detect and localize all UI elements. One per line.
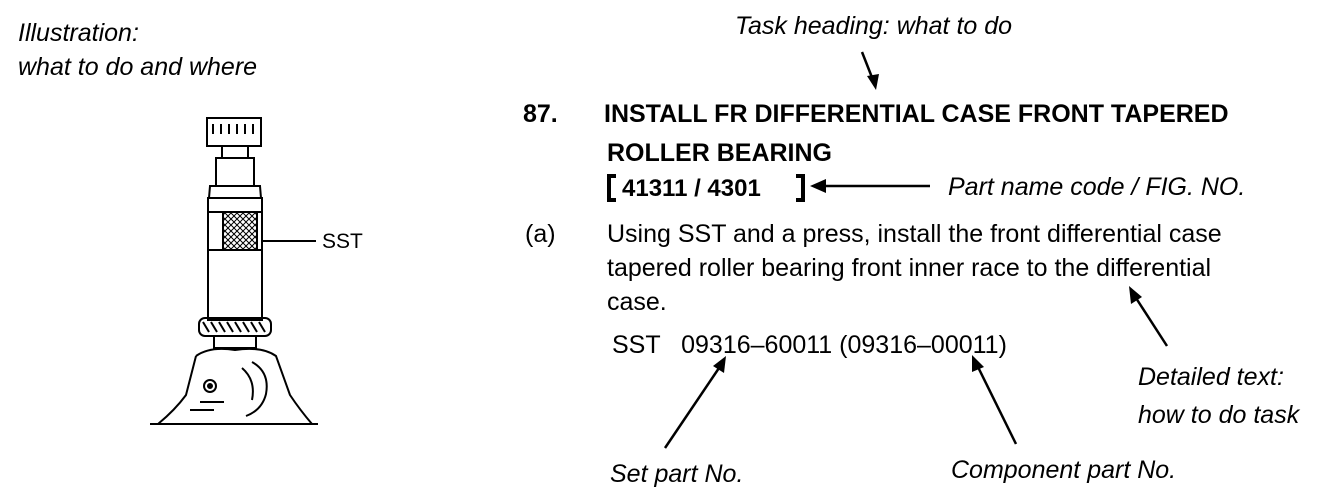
- illustration-note-line2: what to do and where: [18, 53, 258, 81]
- substep-line3: case.: [607, 288, 667, 316]
- step-title-line2: ROLLER BEARING: [607, 139, 832, 167]
- part-code-note: Part name code / FIG. NO.: [948, 173, 1246, 201]
- sst-set-number: 09316–60011: [681, 331, 833, 359]
- detailed-note-line2: how to do task: [1138, 401, 1300, 429]
- substep-line1: Using SST and a press, install the front…: [607, 220, 1222, 248]
- sst-prefix: SST: [612, 331, 661, 359]
- sst-component-number: (09316–00011): [839, 331, 1007, 359]
- part-code: 41311 / 4301: [622, 175, 761, 202]
- substep-text: Using SST and a press, install the front…: [607, 217, 1222, 319]
- detailed-note-line1: Detailed text:: [1138, 363, 1284, 391]
- substep-line2: tapered roller bearing front inner race …: [607, 254, 1212, 282]
- substep-label: (a): [525, 220, 556, 248]
- detailed-text-note: Detailed text: how to do task: [1138, 358, 1299, 434]
- step-title-line1: INSTALL FR DIFFERENTIAL CASE FRONT TAPER…: [604, 100, 1229, 128]
- step-number: 87.: [523, 100, 558, 128]
- sst-label: SST: [322, 230, 363, 253]
- set-part-note: Set part No.: [610, 460, 744, 488]
- illustration-note-line1: Illustration:: [18, 19, 139, 47]
- illustration-note: Illustration: what to do and where: [18, 16, 257, 84]
- component-part-note: Component part No.: [951, 456, 1177, 484]
- sst-number-line: SST 09316–60011 (09316–00011): [612, 328, 1007, 362]
- task-heading-note: Task heading: what to do: [735, 12, 1013, 40]
